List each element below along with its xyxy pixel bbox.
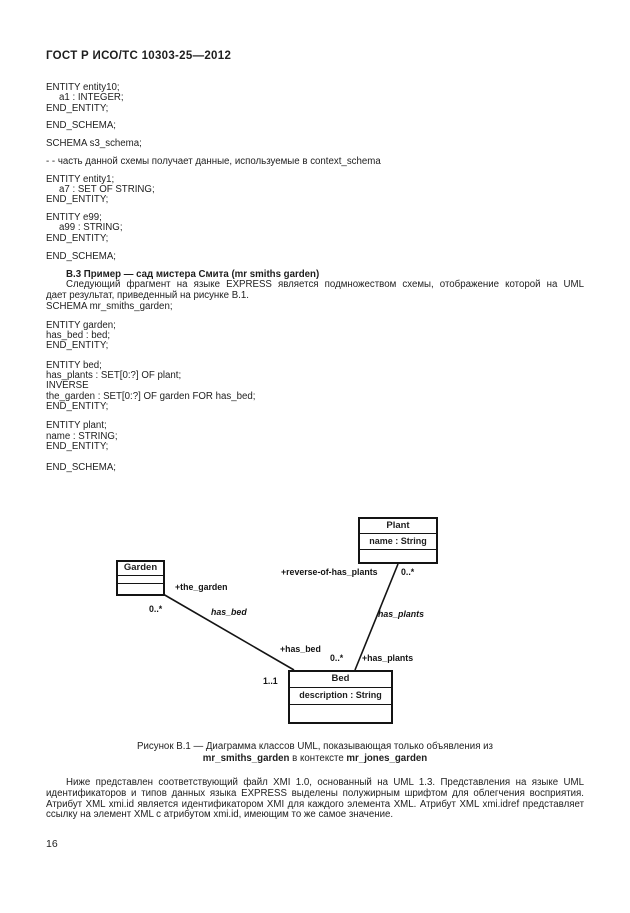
association-line-garden-bed <box>162 593 295 672</box>
code-line: ENTITY bed; <box>46 359 102 371</box>
code-line: SCHEMA s3_schema; <box>46 138 142 150</box>
uml-operations-compartment <box>360 550 436 562</box>
association-name-has-plants: has_plants <box>378 609 424 620</box>
section-b3-heading: В.3 Пример — сад мистера Смита (mr smith… <box>66 269 320 281</box>
code-block-schema-mr-smiths: SCHEMA mr_smiths_garden; <box>46 300 584 312</box>
uml-operations-compartment <box>290 705 391 722</box>
uml-class-diagram: Plant name : String Garden Bed descripti… <box>46 509 584 737</box>
code-line: ENTITY garden; <box>46 319 116 331</box>
uml-class-bed: Bed description : String <box>288 670 393 725</box>
code-line: END_ENTITY; <box>46 400 109 412</box>
role-label-has-bed: +has_bed <box>280 644 321 655</box>
code-line: END_ENTITY; <box>46 232 109 244</box>
code-line: has_plants : SET[0:?] OF plant; <box>46 370 182 382</box>
role-label-the-garden: +the_garden <box>175 582 228 593</box>
code-block-e99: ENTITY e99; a99 : STRING; END_ENTITY; <box>46 212 584 244</box>
uml-class-name: Garden <box>118 562 163 577</box>
code-block-entity1: ENTITY entity1; a7 : SET OF STRING; END_… <box>46 173 584 206</box>
paragraph-line: ссылку на элемент XML с атрибутом xmi.id… <box>46 809 394 821</box>
code-line: a7 : SET OF STRING; <box>59 184 155 196</box>
caption-connector-text: в контексте <box>289 753 347 765</box>
association-lines <box>162 564 399 672</box>
code-block-garden: ENTITY garden; has_bed : bed; END_ENTITY… <box>46 319 584 352</box>
multiplicity-label: 1..1 <box>263 676 278 687</box>
association-line-bed-plant <box>354 564 399 671</box>
multiplicity-label: 0..* <box>330 653 344 664</box>
code-line: - - часть данной схемы получает данные, … <box>46 155 381 167</box>
code-block-entity10: ENTITY entity10; a1 : INTEGER; END_ENTIT… <box>46 82 584 114</box>
schema-name-smiths: mr_smiths_garden <box>202 753 290 765</box>
figure-caption-line2: mr_smiths_garden в контексте mr_jones_ga… <box>46 753 584 765</box>
code-line: ENTITY entity1; <box>46 173 115 185</box>
code-line: ENTITY entity10; <box>46 82 120 93</box>
code-block-bed: ENTITY bed; has_plants : SET[0:?] OF pla… <box>46 359 584 412</box>
code-comment: - - часть данной схемы получает данные, … <box>46 155 584 167</box>
uml-class-name: Plant <box>360 519 436 535</box>
uml-operations-compartment <box>118 584 163 594</box>
closing-paragraph: Ниже представлен соответствующий файл XM… <box>46 778 584 820</box>
figure-caption: Рисунок В.1 — Диаграмма классов UML, пок… <box>46 741 584 765</box>
paragraph-line: Следующий фрагмент на языке EXPRESS явля… <box>66 279 584 291</box>
uml-class-name: Bed <box>290 672 391 689</box>
code-block-end-schema-3: END_SCHEMA; <box>46 462 584 474</box>
figure-caption-line1: Рисунок В.1 — Диаграмма классов UML, пок… <box>137 741 493 753</box>
uml-class-plant: Plant name : String <box>358 517 438 565</box>
paragraph-line: дает результат, приведенный на рисунке В… <box>46 289 249 301</box>
section-b3-intro: Следующий фрагмент на языке EXPRESS явля… <box>46 280 584 301</box>
page-number: 16 <box>46 837 58 850</box>
code-line: a1 : INTEGER; <box>59 92 124 104</box>
code-line: has_bed : bed; <box>46 330 111 342</box>
multiplicity-label: 0..* <box>401 567 415 578</box>
uml-class-garden: Garden <box>116 560 165 597</box>
schema-name-jones: mr_jones_garden <box>346 753 428 765</box>
code-line: name : STRING; <box>46 430 118 442</box>
uml-attributes-compartment <box>118 576 163 585</box>
code-block-end-schema: END_SCHEMA; <box>46 120 584 132</box>
code-line: END_ENTITY; <box>46 440 109 452</box>
standard-number-header: ГОСТ Р ИСО/ТС 10303-25—2012 <box>46 50 232 62</box>
code-line: END_SCHEMA; <box>46 250 116 262</box>
code-block-schema-s3: SCHEMA s3_schema; <box>46 138 584 150</box>
code-block-plant: ENTITY plant; name : STRING; END_ENTITY; <box>46 420 584 452</box>
code-line: SCHEMA mr_smiths_garden; <box>46 300 173 312</box>
code-line: a99 : STRING; <box>59 222 123 234</box>
role-label-has-plants: +has_plants <box>362 653 414 664</box>
uml-class-attribute: description : String <box>290 688 391 706</box>
association-name-has-bed: has_bed <box>211 607 247 618</box>
role-label-reverse-of-has-plants: +reverse-of-has_plants <box>281 567 378 578</box>
code-line: ENTITY plant; <box>46 420 107 432</box>
code-line: END_ENTITY; <box>46 340 109 352</box>
paragraph-line: Атрибут XML xmi.id является идентификато… <box>46 798 584 810</box>
code-line: END_SCHEMA; <box>46 462 116 474</box>
paragraph-line: Ниже представлен соответствующий файл XM… <box>66 777 584 789</box>
uml-class-attribute: name : String <box>360 534 436 551</box>
code-line: ENTITY e99; <box>46 212 102 224</box>
paragraph-line: идентификаторов и типов данных языка EXP… <box>46 788 584 799</box>
multiplicity-label: 0..* <box>149 604 163 615</box>
code-line: END_ENTITY; <box>46 102 109 114</box>
code-block-end-schema-2: END_SCHEMA; <box>46 250 584 262</box>
code-line: END_ENTITY; <box>46 194 109 206</box>
code-line: INVERSE <box>46 380 89 392</box>
code-line: END_SCHEMA; <box>46 120 116 132</box>
code-line: the_garden : SET[0:?] OF garden FOR has_… <box>46 390 256 402</box>
